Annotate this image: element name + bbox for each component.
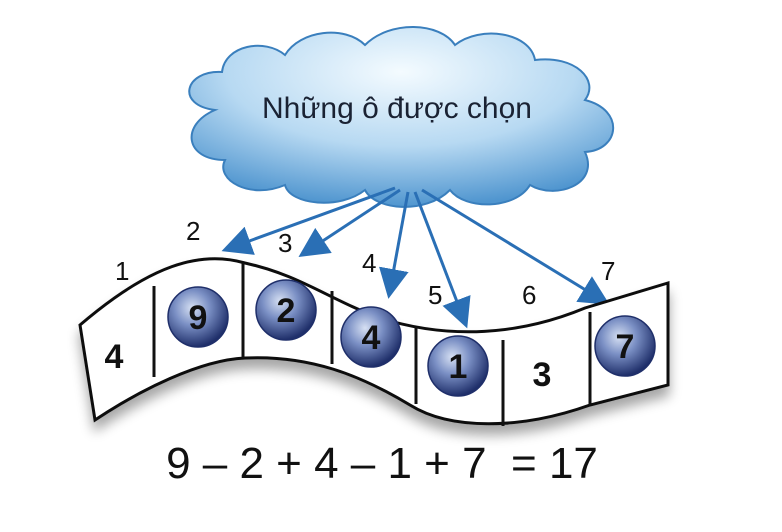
cell-dividers [152,263,592,426]
cell-value-2: 9 [189,299,208,337]
cloud-label: Những ô được chọn [262,92,532,125]
equation: 9 – 2 + 4 – 1 + 7 = 17 [166,439,598,488]
cell-index-3: 3 [278,228,292,258]
cell-value-3: 2 [277,292,296,330]
ball-cell-7 [594,315,656,377]
cell-value-1: 4 [105,338,124,376]
cell-value-4: 4 [362,319,381,357]
arrow-to-cell-5 [413,191,471,329]
ball-cell-4 [340,306,402,368]
arrow-to-cell-2 [221,186,396,255]
cell-values: 4 9 2 4 1 3 7 [105,292,635,394]
ball-cell-5 [427,335,489,397]
selection-arrows [221,186,610,329]
cell-index-1: 1 [115,256,129,286]
ball-cell-3 [255,279,317,341]
arrow-to-cell-4 [379,191,410,299]
cell-index-7: 7 [601,256,615,286]
cell-index-6: 6 [522,280,536,310]
cell-index-5: 5 [428,280,442,310]
cell-index-2: 2 [186,216,200,246]
arrow-to-cell-3 [298,188,401,257]
cell-indices: 1 2 3 4 5 6 7 [115,216,615,310]
ball-cell-2 [167,286,229,348]
arrow-to-cell-7 [421,188,610,305]
cell-index-4: 4 [362,248,376,278]
selected-balls [167,279,656,397]
cell-value-5: 1 [449,348,468,386]
cell-value-7: 7 [616,328,635,366]
cell-value-6: 3 [533,356,552,394]
cloud-shape [188,26,615,208]
